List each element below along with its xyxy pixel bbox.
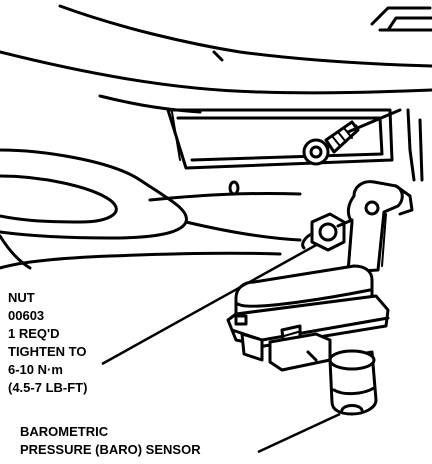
nut-label-line-1: NUT — [8, 290, 35, 305]
housing-dome — [0, 148, 302, 270]
nut-label-line-4: TIGHTEN TO — [8, 344, 86, 359]
housing-outline — [0, 4, 432, 182]
sensor-leader-line — [257, 412, 341, 454]
nut-label-line-6: (4.5-7 LB-FT) — [8, 380, 87, 395]
nut-label-line-3: 1 REQ'D — [8, 326, 60, 341]
sensor-label-line-1: BAROMETRIC — [20, 424, 109, 439]
mounting-bracket — [346, 180, 414, 274]
housing-window — [166, 108, 394, 170]
sensor-label: BAROMETRIC PRESSURE (BARO) SENSOR — [20, 424, 201, 457]
sensor-label-line-2: PRESSURE (BARO) SENSOR — [20, 442, 201, 457]
leader-lines — [101, 242, 341, 454]
nut-leader-line — [101, 242, 319, 366]
corner-fragment — [370, 6, 432, 32]
mounting-screw — [302, 108, 402, 166]
baro-sensor — [226, 264, 390, 416]
nut-00603 — [301, 212, 354, 252]
nut-label-line-2: 00603 — [8, 308, 44, 323]
nut-label: NUT 00603 1 REQ'D TIGHTEN TO 6-10 N·m (4… — [8, 290, 87, 395]
nut-label-line-5: 6-10 N·m — [8, 362, 63, 377]
